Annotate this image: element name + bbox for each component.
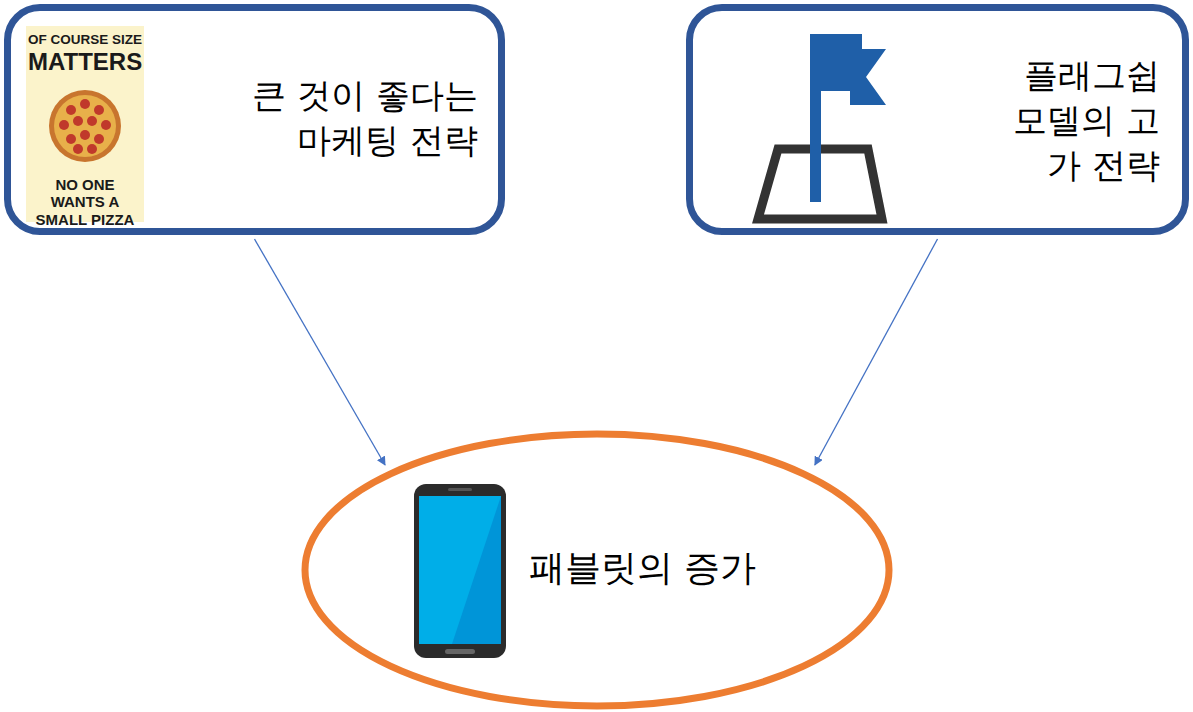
pizza-poster: OF COURSE SIZEMATTERSNO ONE WANTS A SMAL… [26,26,144,222]
arrow-connector [815,239,938,465]
pizza-picture [47,88,123,164]
node-label: 큰 것이 좋다는 마케팅 전략 [228,73,478,163]
poster-line: NO ONE WANTS A SMALL PIZZA [28,176,142,228]
node-label: 플래그쉽 모델의 고가 전략 [995,53,1160,188]
strategy-box: 플래그쉽 모델의 고가 전략 [686,4,1189,235]
phone-icon [412,482,508,660]
result-ellipse: 패블릿의 증가 [301,430,893,710]
flag-icon [750,29,890,229]
arrow-connector [255,239,386,465]
node-label: 패블릿의 증가 [529,545,756,590]
strategy-box: OF COURSE SIZEMATTERS NO ONE WANTS A SMAL… [4,4,505,235]
poster-line: OF COURSE SIZE [28,32,142,48]
poster-headline: MATTERS [28,48,142,76]
